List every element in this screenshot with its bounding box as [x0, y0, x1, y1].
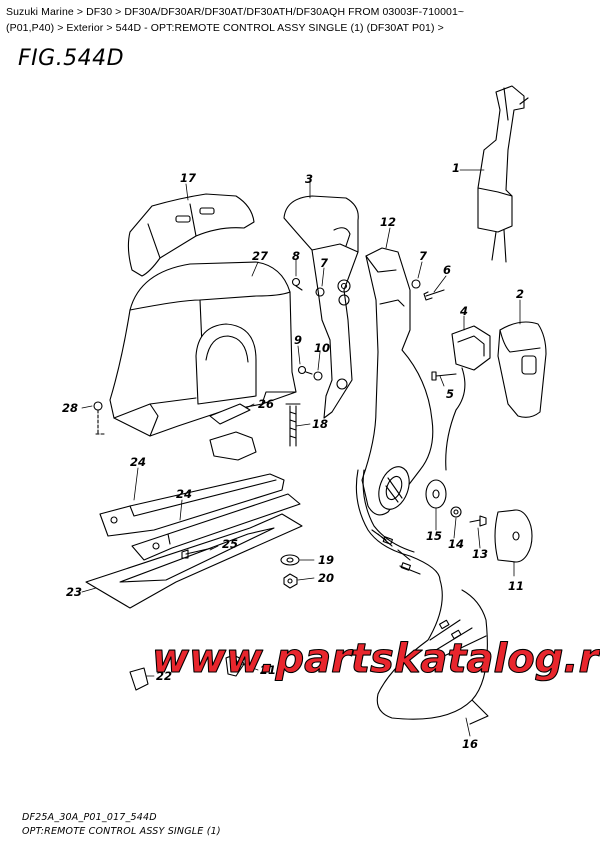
part-13-screw[interactable]: [469, 515, 487, 527]
part-16-harness[interactable]: [355, 469, 489, 725]
part-25-screw[interactable]: [181, 547, 213, 559]
part-22-clamp[interactable]: [129, 667, 149, 691]
part-2-handle[interactable]: [497, 321, 547, 418]
callout-26: 26: [258, 397, 274, 411]
callout-17: 17: [180, 171, 196, 185]
callout-7b: 7: [320, 256, 328, 270]
part-14-lockwasher[interactable]: [450, 506, 462, 518]
part-9-screw[interactable]: [297, 365, 313, 375]
callout-9: 9: [294, 333, 302, 347]
part-6-bolt[interactable]: [423, 289, 445, 301]
figure-caption: OPT:REMOTE CONTROL ASSY SINGLE (1): [22, 826, 221, 837]
breadcrumb-separator: >: [76, 6, 84, 18]
callout-8: 8: [292, 249, 300, 263]
callout-16: 16: [462, 737, 478, 751]
part-5-screw[interactable]: [431, 371, 457, 381]
part-20-nut[interactable]: [283, 573, 298, 589]
callout-24b: 24: [176, 487, 192, 501]
drawing-code: DF25A_30A_P01_017_544D: [22, 812, 157, 823]
callout-5: 5: [446, 387, 454, 401]
part-7-washer[interactable]: [315, 279, 421, 297]
watermark: www.partskatalog.ru: [152, 636, 600, 682]
breadcrumb-separator: >: [106, 22, 113, 34]
breadcrumb-link-model[interactable]: DF30A/DF30AR/DF30AT/DF30ATH/DF30AQH FROM…: [6, 6, 465, 34]
callout-28: 28: [62, 401, 78, 415]
callout-3: 3: [305, 172, 313, 186]
part-27-housing[interactable]: [109, 261, 297, 437]
part-21-clip[interactable]: [225, 655, 245, 677]
callout-4: 4: [459, 304, 468, 318]
figure-title: FIG.544D: [18, 46, 125, 71]
part-28-screw[interactable]: [93, 401, 105, 435]
callout-21: 21: [260, 663, 276, 677]
callout-6: 6: [443, 263, 451, 277]
callout-25: 25: [222, 537, 238, 551]
breadcrumb-separator: >: [437, 22, 444, 34]
callout-18: 18: [312, 417, 328, 431]
part-24-bracket-front[interactable]: [99, 473, 285, 537]
callout-20: 20: [318, 571, 334, 585]
callout-1: 1: [452, 161, 460, 175]
breadcrumb-current-page[interactable]: 544D - OPT:REMOTE CONTROL ASSY SINGLE (1…: [115, 22, 435, 34]
breadcrumb-link-df30[interactable]: DF30: [86, 6, 113, 18]
callout-7a: 7: [419, 249, 427, 263]
callout-13: 13: [472, 547, 488, 561]
callout-2: 2: [516, 287, 524, 301]
callout-24a: 24: [130, 455, 146, 469]
part-24-bracket-rear[interactable]: [131, 493, 301, 561]
part-12-control-arm[interactable]: [361, 247, 434, 516]
callout-27: 27: [252, 249, 268, 263]
part-3-lever[interactable]: [283, 195, 359, 419]
part-19-washer[interactable]: [280, 554, 300, 566]
breadcrumb-separator: >: [57, 22, 64, 34]
part-18-bolt[interactable]: [285, 403, 301, 447]
callouts: 1 2 3 4 5 6 7 7 8 9 10 11 12 13 14 15 16…: [62, 161, 524, 751]
part-17-cover-cap[interactable]: [127, 193, 255, 277]
part-15-washer[interactable]: [425, 479, 447, 509]
breadcrumb-separator: >: [115, 6, 122, 18]
part-4-switch[interactable]: [445, 325, 491, 471]
part-11-knob[interactable]: [494, 509, 533, 563]
callout-23: 23: [66, 585, 82, 599]
part-26-plate[interactable]: [209, 403, 251, 425]
callout-15: 15: [426, 529, 442, 543]
callout-11: 11: [508, 579, 524, 593]
leader-lines: [81, 169, 521, 737]
callout-10: 10: [314, 341, 330, 355]
part-1-control-box[interactable]: [477, 85, 529, 263]
callout-22: 22: [156, 669, 172, 683]
breadcrumb-link-exterior[interactable]: Exterior: [66, 22, 104, 34]
part-24-top-bracket[interactable]: [209, 431, 257, 461]
callout-14: 14: [448, 537, 464, 551]
part-10-washer[interactable]: [313, 371, 323, 381]
breadcrumb-link-suzuki-marine[interactable]: Suzuki Marine: [6, 6, 74, 18]
callout-12: 12: [380, 215, 396, 229]
part-8-screw[interactable]: [291, 277, 303, 291]
breadcrumb: Suzuki Marine>DF30>DF30A/DF30AR/DF30AT/D…: [6, 4, 596, 36]
callout-19: 19: [318, 553, 334, 567]
